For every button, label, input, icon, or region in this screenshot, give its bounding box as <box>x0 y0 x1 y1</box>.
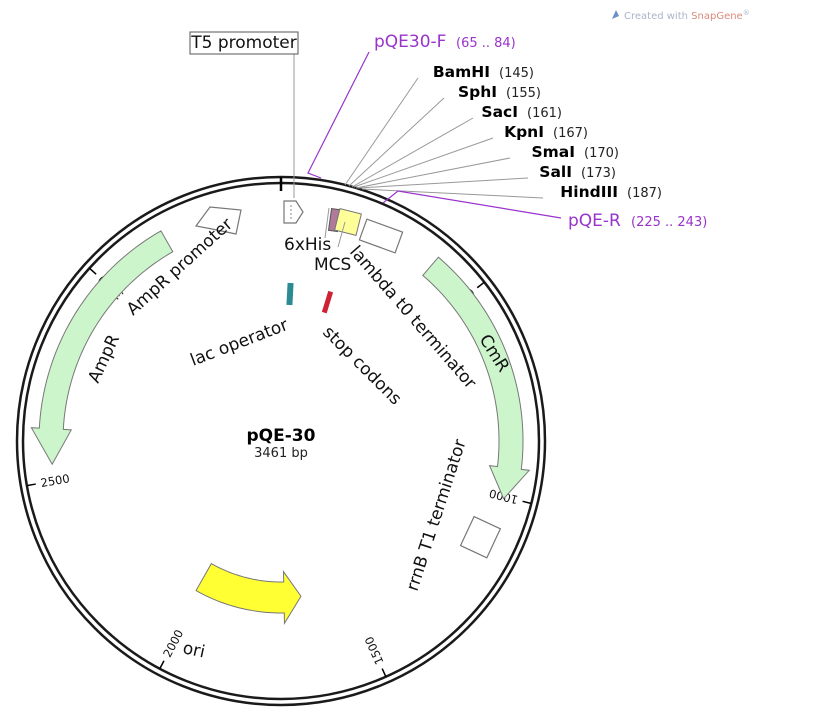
stop-codons-feature <box>321 290 334 314</box>
ori-arrow <box>195 562 302 626</box>
plasmid-length: 3461 bp <box>254 446 308 461</box>
ori-label: ori <box>181 638 207 662</box>
backbone <box>15 175 547 707</box>
lambda-t0-feature <box>358 218 404 254</box>
watermark-prefix: Created with <box>624 11 691 22</box>
tick-mark-2500 <box>26 483 36 487</box>
ampr-promoter-feature <box>194 206 242 235</box>
his-tag-label: 6xHis <box>284 235 331 255</box>
watermark-brand: SnapGene <box>691 11 743 22</box>
t5-promoter-label: T5 promoter <box>190 33 297 53</box>
t5-promoter-label-box <box>189 31 299 55</box>
mcs-feature <box>334 208 362 236</box>
lac-operator-feature <box>286 282 294 306</box>
rrnb-t1-label: rrnB T1 terminator <box>403 437 471 594</box>
tick-mark-500 <box>476 281 485 289</box>
enzyme-hindiii: HindIII <box>560 183 618 201</box>
enzyme-saci: SacI <box>481 103 518 121</box>
primer-lines <box>307 51 562 219</box>
cmr-arrow <box>422 256 531 500</box>
ampr-arrow <box>30 230 174 466</box>
enzyme-kpni-pos: (167) <box>553 126 588 141</box>
tick-label-1500: 1500 <box>362 634 387 666</box>
tick-label-2500: 2500 <box>39 471 70 490</box>
mcs-label: MCS <box>314 255 351 275</box>
svg-text:Created with SnapGene®: Created with SnapGene® <box>624 9 750 22</box>
leader-lines <box>293 50 544 248</box>
tick-mark-1000 <box>522 500 532 505</box>
snapgene-watermark: Created with SnapGene® <box>612 9 750 22</box>
enzyme-kpni: KpnI <box>504 123 544 141</box>
primer-forward-range: (65 .. 84) <box>456 36 516 51</box>
tick-mark-2000 <box>159 660 165 670</box>
enzyme-smai: SmaI <box>531 143 575 161</box>
enzyme-sali-pos: (173) <box>581 166 616 181</box>
primer-reverse-name: pQE-R <box>568 211 621 231</box>
tick-mark-1500 <box>381 668 387 678</box>
enzyme-sphi-pos: (155) <box>506 86 541 101</box>
primer-forward-name: pQE30-F <box>374 32 446 52</box>
enzyme-sali: SalI <box>539 163 572 181</box>
restriction-sites: BamHI (145) SphI (155) SacI (161) KpnI (… <box>433 63 662 201</box>
rrnb-t1-feature <box>459 515 502 559</box>
plasmid-name: pQE-30 <box>247 426 316 446</box>
enzyme-bamhi-pos: (145) <box>499 66 534 81</box>
enzyme-saci-pos: (161) <box>527 106 562 121</box>
enzyme-bamhi: BamHI <box>433 63 490 81</box>
tick-mark-3000 <box>88 267 97 275</box>
enzyme-hindiii-pos: (187) <box>627 186 662 201</box>
watermark-mark: ® <box>743 9 750 17</box>
lac-operator-label: lac operator <box>188 315 291 371</box>
snapgene-logo-icon <box>612 10 619 19</box>
primer-reverse-range: (225 .. 243) <box>631 215 707 230</box>
stop-codons-label: stop codons <box>318 322 405 409</box>
t5-promoter-feature <box>283 200 304 224</box>
enzyme-smai-pos: (170) <box>584 146 619 161</box>
ampr-label: AmpR <box>84 331 124 386</box>
enzyme-sphi: SphI <box>458 83 497 101</box>
